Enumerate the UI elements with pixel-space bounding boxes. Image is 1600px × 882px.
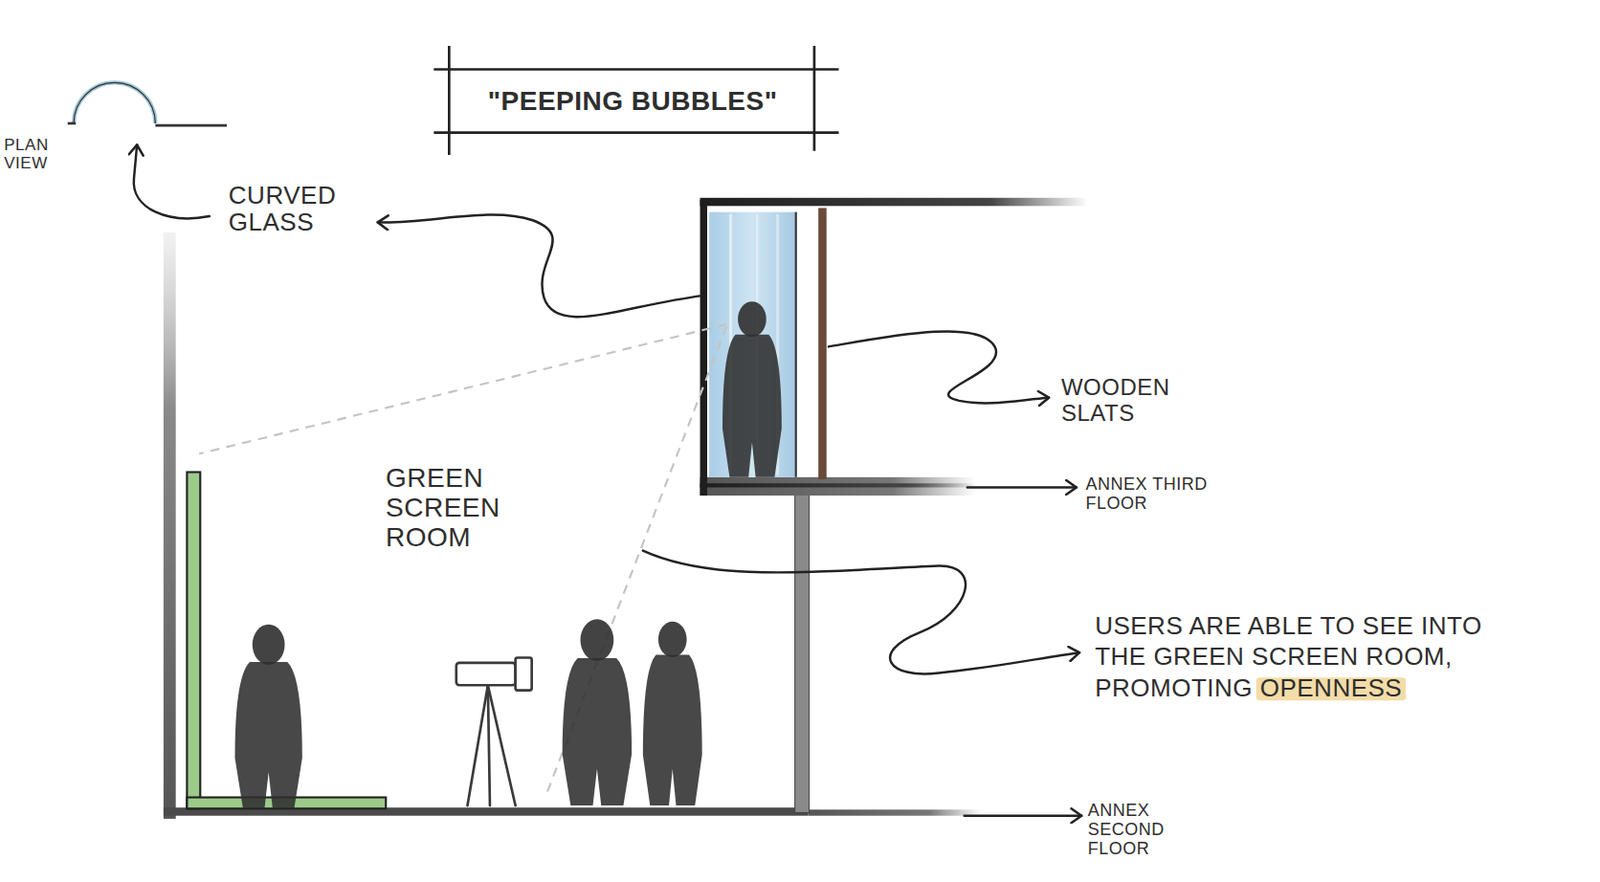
title-frame — [433, 67, 839, 71]
leader-arrow — [643, 551, 1080, 675]
plan-wall — [67, 122, 77, 126]
plan-view-label: PLAN VIEW — [3, 136, 48, 173]
person-body — [643, 654, 703, 806]
person-head — [737, 301, 767, 337]
person-figure — [643, 622, 703, 806]
title-frame — [447, 45, 451, 156]
sight-line — [199, 324, 727, 454]
column — [795, 494, 810, 814]
people — [234, 301, 781, 809]
camera-lens — [515, 658, 533, 691]
plan-arc — [73, 82, 156, 124]
person-body — [234, 662, 302, 809]
title: "PEEPING BUBBLES" — [488, 87, 778, 117]
leader-arrow — [133, 144, 210, 219]
camera — [456, 658, 533, 807]
note-text: USERS ARE ABLE TO SEE INTO THE GREEN SCR… — [1094, 610, 1497, 705]
camera-body — [456, 663, 516, 686]
bubble-frame — [700, 200, 708, 496]
leader-arrow — [377, 215, 703, 318]
green-screen — [186, 472, 200, 810]
person-figure — [562, 619, 632, 806]
left-wall — [163, 232, 177, 820]
glass-edge — [795, 212, 798, 478]
person-head — [252, 624, 286, 666]
tripod-leg — [467, 685, 489, 806]
floor-label: ANNEX THIRD FLOOR — [1086, 475, 1216, 514]
room-label: GREEN SCREEN ROOM — [385, 464, 501, 553]
person-body — [722, 334, 782, 478]
leaders — [133, 144, 1082, 816]
wooden-slats — [818, 207, 827, 480]
person-body — [562, 658, 632, 806]
person-figure — [722, 301, 782, 478]
person-head — [579, 619, 614, 661]
tripod-leg — [488, 685, 490, 806]
title-frame — [813, 45, 817, 152]
leader-arrow — [828, 331, 1049, 403]
curved-glass — [709, 212, 797, 478]
leader-arrow — [964, 814, 1083, 817]
floor-slab — [808, 809, 982, 816]
part-label: WOODEN SLATS — [1061, 375, 1171, 426]
person-head — [658, 622, 688, 658]
upper-slab — [700, 198, 1089, 207]
third-floor-slab — [700, 483, 977, 488]
tripod-leg — [488, 685, 516, 806]
third-floor-slab — [700, 477, 977, 496]
plan-arc-edge — [73, 82, 156, 124]
floor-label: ANNEX SECOND FLOOR — [1088, 801, 1232, 859]
title-frame — [433, 131, 839, 134]
plan-wall — [155, 124, 227, 128]
person-figure — [234, 624, 302, 810]
leader-arrow — [967, 486, 1077, 489]
part-label: CURVED GLASS — [228, 181, 336, 237]
